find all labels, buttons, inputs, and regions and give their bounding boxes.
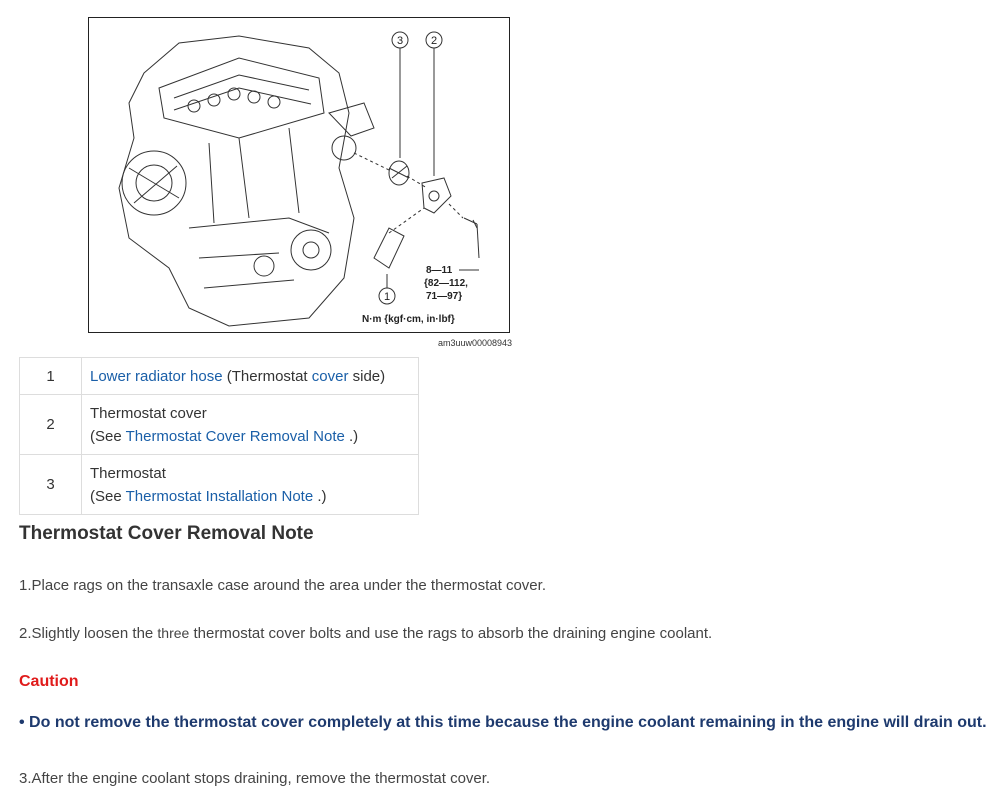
see-prefix: (See [90,487,126,505]
part-number: 2 [19,394,82,455]
torque-inlbf: 71—97} [426,291,462,302]
see-suffix: .) [344,427,359,445]
step-2-text-rest: thermostat cover bolts and use the rags … [189,625,713,642]
step-3: 3.After the engine coolant stops drainin… [19,770,491,787]
installation-note-link[interactable]: Thermostat Installation Note [125,487,314,505]
part-number: 3 [19,454,82,515]
unit-label: N·m {kgf·cm, in·lbf} [362,314,455,325]
see-suffix: .) [313,487,327,505]
callout-2: 2 [431,35,437,47]
engine-drawing: 3 2 1 8—11 {82—112, 71—97} N·m {kgf·cm, … [118,31,480,327]
parts-table: 1 Lower radiator hose (Thermostat cover … [19,357,419,515]
see-prefix: (See [90,427,126,445]
alternator [121,150,187,216]
part-description: Thermostat (See Thermostat Installation N… [81,454,419,515]
cam-cover [158,57,325,139]
step-1: 1.Place rags on the transaxle case aroun… [19,577,546,594]
table-row: 3 Thermostat (See Thermostat Installation… [19,454,419,515]
part-name: Thermostat cover [90,404,207,422]
step-2-text: 2.Slightly loosen the [19,625,158,642]
step-2: 2.Slightly loosen the three thermostat c… [19,625,712,642]
part-number: 1 [19,357,82,395]
part-name: Thermostat [90,464,166,482]
part-description: Lower radiator hose (Thermostat cover si… [81,357,419,395]
section-heading: Thermostat Cover Removal Note [19,523,314,544]
hose-part [373,227,405,269]
step-2-count: three [157,625,190,641]
lower-radiator-hose-link[interactable]: Lower radiator hose [90,367,223,385]
engine-block-outline [118,35,355,327]
part-description: Thermostat cover (See Thermostat Cover Re… [81,394,419,455]
cover-removal-note-link[interactable]: Thermostat Cover Removal Note [125,427,345,445]
table-row: 2 Thermostat cover (See Thermostat Cover … [19,394,419,455]
figure-id: am3uuw00008943 [437,338,512,348]
caution-title: Caution [19,673,79,690]
callout-3: 3 [397,35,403,47]
callout-1: 1 [384,291,390,303]
part-text: side) [348,367,386,385]
bolt-part [463,217,478,229]
thermostat-cover-part [421,177,452,214]
pulley [290,229,332,271]
caution-text: • Do not remove the thermostat cover com… [19,714,987,731]
engine-diagram: 3 2 1 8—11 {82—112, 71—97} N·m {kgf·cm, … [88,17,510,333]
table-row: 1 Lower radiator hose (Thermostat cover … [19,357,419,395]
thermostat-part [388,160,410,186]
torque-nm: 8—11 [426,265,453,276]
torque-kgfcm: {82—112, [424,278,468,289]
part-text: (Thermostat [222,367,312,385]
cover-link[interactable]: cover [311,367,349,385]
